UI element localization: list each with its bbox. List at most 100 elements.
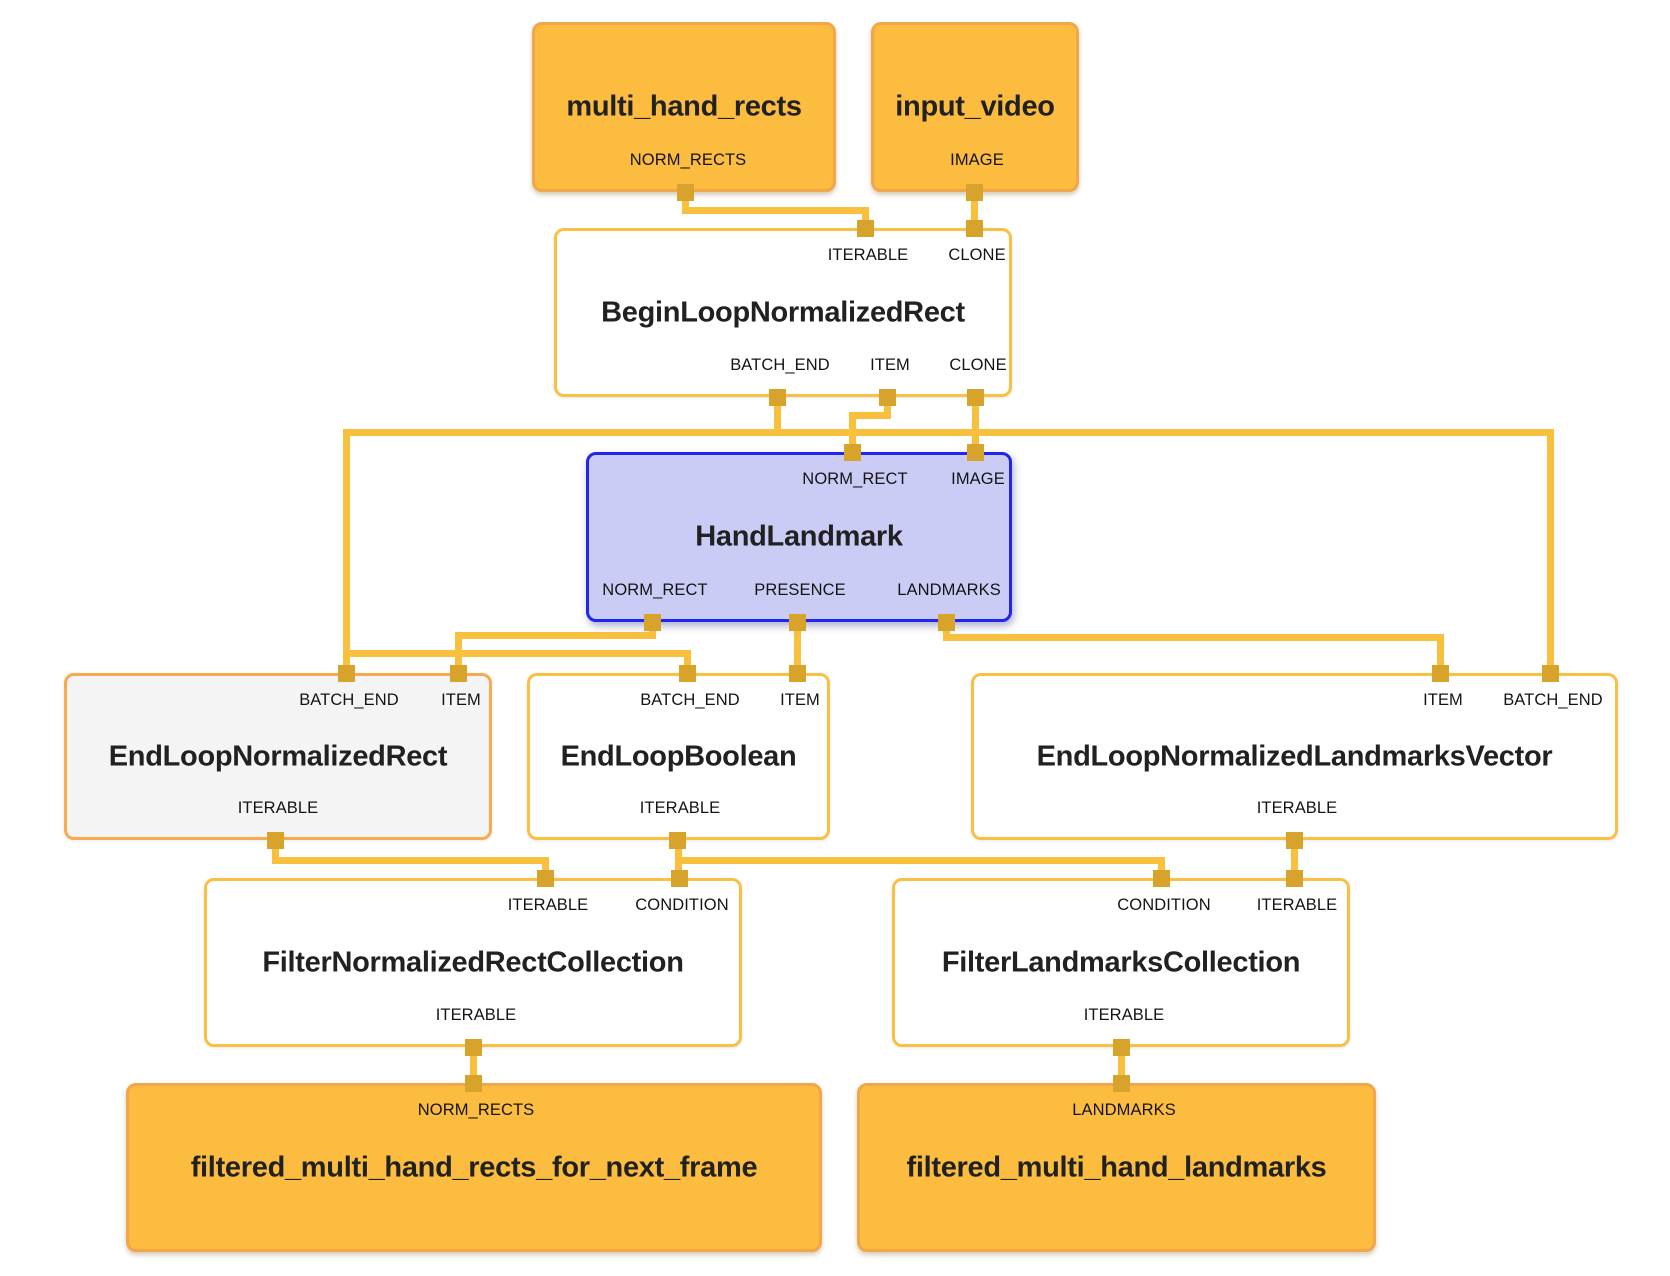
wire-batchend-left-drop xyxy=(342,428,350,677)
input-port-label-clone: CLONE xyxy=(948,246,1006,264)
output-port-label-landmarks: LANDMARKS xyxy=(897,581,1001,599)
output-port-label-clone: CLONE xyxy=(949,356,1007,374)
wire-batchend-branch-endloopboolean xyxy=(342,649,691,657)
port-square-filter-landmarks-collection-condition xyxy=(1152,869,1170,887)
input-port-label-batch-end: BATCH_END xyxy=(299,691,399,709)
node-title-begin-loop-normalized-rect: BeginLoopNormalizedRect xyxy=(601,296,965,328)
port-square-filtered-multi-hand-rects-for-next-frame-norm-rects xyxy=(464,1074,482,1092)
port-square-begin-loop-normalized-rect-item xyxy=(878,388,896,406)
wire-endloop-iterable-to-filter-iterable xyxy=(271,856,549,864)
port-square-filtered-multi-hand-landmarks-landmarks xyxy=(1112,1074,1130,1092)
input-port-label-condition: CONDITION xyxy=(1117,896,1211,914)
node-title-input-video: input_video xyxy=(895,90,1055,123)
node-end-loop-normalized-rect[interactable]: EndLoopNormalizedRect BATCH_END ITEM ITERAB… xyxy=(64,673,492,840)
port-square-end-loop-normalized-landmarks-vector-iterable xyxy=(1285,831,1303,849)
node-title-multi-hand-rects: multi_hand_rects xyxy=(566,90,802,123)
node-title-end-loop-boolean: EndLoopBoolean xyxy=(560,740,797,772)
port-square-end-loop-normalized-landmarks-vector-item xyxy=(1431,664,1449,682)
port-square-begin-loop-normalized-rect-clone xyxy=(966,388,984,406)
wire-batchend-trunk xyxy=(342,428,1554,436)
wire-endloopboolean-branch-to-filterlandmarks-condition xyxy=(674,856,1165,864)
port-square-multi-hand-rects-norm-rects xyxy=(676,183,694,201)
port-square-begin-loop-normalized-rect-iterable xyxy=(856,219,874,237)
output-port-label-presence: PRESENCE xyxy=(754,581,846,599)
port-square-end-loop-boolean-item xyxy=(788,664,806,682)
node-title-filtered-multi-hand-rects-for-next-frame: filtered_multi_hand_rects_for_next_frame xyxy=(190,1151,758,1183)
output-port-label-image: IMAGE xyxy=(950,151,1004,169)
port-square-end-loop-normalized-rect-batch-end xyxy=(337,664,355,682)
input-port-label-norm-rect: NORM_RECT xyxy=(802,470,908,488)
port-square-end-loop-normalized-rect-item xyxy=(449,664,467,682)
node-filtered-multi-hand-landmarks[interactable]: filtered_multi_hand_landmarks LANDMARKS xyxy=(857,1083,1376,1252)
node-title-end-loop-normalized-landmarks-vector: EndLoopNormalizedLandmarksVector xyxy=(1036,740,1553,772)
input-port-label-landmarks: LANDMARKS xyxy=(1072,1101,1176,1119)
port-square-hand-landmark-presence xyxy=(788,613,806,631)
port-square-filter-landmarks-collection-iterable xyxy=(1285,869,1303,887)
input-port-label-norm-rects: NORM_RECTS xyxy=(417,1101,535,1119)
port-square-hand-landmark-landmarks xyxy=(937,613,955,631)
node-title-filtered-multi-hand-landmarks: filtered_multi_hand_landmarks xyxy=(906,1151,1327,1183)
input-port-label-item: ITEM xyxy=(441,691,481,709)
port-square-begin-loop-normalized-rect-batch-end xyxy=(768,388,786,406)
wire-beginloop-batchend-drop xyxy=(773,393,781,436)
node-filter-landmarks-collection[interactable]: FilterLandmarksCollection CONDITION ITERAB… xyxy=(892,878,1350,1047)
wire-endloop-iterable-to-filter-iterable xyxy=(541,856,549,882)
wire-handlandmark-landmarks-to-endloopvector-item xyxy=(942,633,1444,641)
port-square-filter-normalized-rect-collection-iterable xyxy=(536,869,554,887)
port-square-begin-loop-normalized-rect-clone xyxy=(965,219,983,237)
wire-multi-hand-rects-to-beginloop-iterable xyxy=(861,206,869,232)
port-square-filter-normalized-rect-collection-iterable xyxy=(464,1038,482,1056)
input-port-label-iterable: ITERABLE xyxy=(1256,896,1338,914)
node-title-filter-landmarks-collection: FilterLandmarksCollection xyxy=(941,946,1301,978)
wire-handlandmark-presence-to-endloopboolean-item xyxy=(793,618,801,677)
node-filter-normalized-rect-collection[interactable]: FilterNormalizedRectCollection ITERABLE CO… xyxy=(204,878,742,1047)
wire-endloopboolean-branch-to-filterlandmarks-condition xyxy=(1157,856,1165,882)
port-square-hand-landmark-image xyxy=(966,443,984,461)
input-port-label-image: IMAGE xyxy=(951,470,1005,488)
output-port-label-norm-rect: NORM_RECT xyxy=(602,581,708,599)
input-port-label-condition: CONDITION xyxy=(635,896,729,914)
wire-batchend-right-drop xyxy=(1546,428,1554,677)
wire-filterrect-iterable-to-filtered-rects xyxy=(469,1043,477,1087)
wire-multi-hand-rects-to-beginloop-iterable xyxy=(681,188,689,214)
wire-handlandmark-normrect-to-endloop-item xyxy=(454,631,656,639)
output-port-label-iterable: ITERABLE xyxy=(237,799,319,817)
output-port-label-iterable: ITERABLE xyxy=(639,799,721,817)
input-port-label-item: ITEM xyxy=(1423,691,1463,709)
port-square-end-loop-normalized-landmarks-vector-batch-end xyxy=(1541,664,1559,682)
input-port-label-batch-end: BATCH_END xyxy=(1503,691,1603,709)
node-filtered-multi-hand-rects-for-next-frame[interactable]: filtered_multi_hand_rects_for_next_frame… xyxy=(126,1083,822,1252)
port-square-end-loop-boolean-iterable xyxy=(668,831,686,849)
wire-beginloop-clone-to-handlandmark-image xyxy=(971,393,979,456)
input-port-label-iterable: ITERABLE xyxy=(507,896,589,914)
port-square-hand-landmark-norm-rect xyxy=(643,613,661,631)
wire-batchend-branch-endloopboolean xyxy=(683,649,691,677)
wire-filterlandmarks-iterable-to-filtered-landmarks xyxy=(1117,1043,1125,1087)
port-square-filter-normalized-rect-collection-condition xyxy=(670,869,688,887)
output-port-label-norm-rects: NORM_RECTS xyxy=(629,151,747,169)
output-port-label-batch-end: BATCH_END xyxy=(730,356,830,374)
output-port-label-item: ITEM xyxy=(870,356,910,374)
port-square-end-loop-boolean-batch-end xyxy=(678,664,696,682)
node-title-filter-normalized-rect-collection: FilterNormalizedRectCollection xyxy=(262,946,684,978)
wire-multi-hand-rects-to-beginloop-iterable xyxy=(681,206,869,214)
node-end-loop-normalized-landmarks-vector[interactable]: EndLoopNormalizedLandmarksVector ITEM BATC… xyxy=(971,673,1618,840)
output-port-label-iterable: ITERABLE xyxy=(1083,1006,1165,1024)
output-port-label-iterable: ITERABLE xyxy=(1256,799,1338,817)
node-title-hand-landmark: HandLandmark xyxy=(695,520,903,553)
wire-beginloop-item-to-handlandmark-normrect xyxy=(848,411,891,419)
port-square-filter-landmarks-collection-iterable xyxy=(1112,1038,1130,1056)
node-title-end-loop-normalized-rect: EndLoopNormalizedRect xyxy=(108,740,448,772)
wire-handlandmark-normrect-to-endloop-item xyxy=(454,631,462,677)
port-square-input-video-image xyxy=(965,183,983,201)
wire-beginloop-item-to-handlandmark-normrect xyxy=(883,393,891,419)
port-square-end-loop-normalized-rect-iterable xyxy=(266,831,284,849)
port-square-hand-landmark-norm-rect xyxy=(843,443,861,461)
wire-handlandmark-landmarks-to-endloopvector-item xyxy=(1436,633,1444,677)
